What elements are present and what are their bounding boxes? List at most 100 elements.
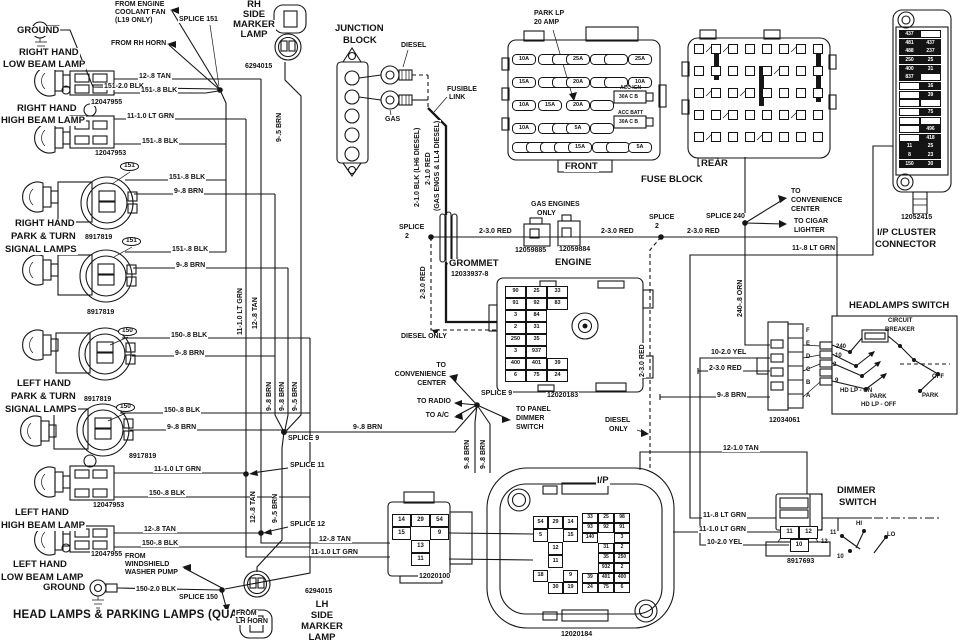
diagram-label: TO: [790, 188, 802, 196]
diagram-label: HD LP - OFF: [861, 402, 897, 408]
ip-bulkhead-right-pin: 35: [598, 553, 614, 563]
diagram-label: SIDE: [309, 610, 335, 621]
diagram-label: 12047953: [94, 150, 128, 158]
rear-terminal: [728, 66, 738, 76]
ip-cluster-pins-slot: [920, 30, 941, 39]
diagram-label: 12020184: [560, 631, 594, 639]
rear-terminal: [694, 88, 704, 98]
ip-bulkhead-right-pin: 401: [598, 573, 614, 583]
headlamps-switch-icon: [819, 315, 958, 415]
diagram-label: 12-.8 TAN: [252, 296, 260, 330]
diagram-label: TO CIGAR: [793, 218, 830, 226]
fuse: [590, 100, 614, 111]
rear-terminal: [745, 110, 755, 120]
rear-terminal: [813, 88, 823, 98]
rear-terminal: [694, 110, 704, 120]
ip-bulkhead-left-pin: 15: [563, 529, 578, 542]
diagram-label: 9-.8 BRN: [174, 350, 206, 358]
diagram-label: LEFT HAND: [16, 378, 72, 389]
diagram-label: 2-1.0 BLK (LH6 DIESEL): [414, 126, 422, 208]
diagram-label: SPLICE: [648, 214, 676, 222]
diagram-label: REAR: [700, 158, 729, 169]
rear-terminal: [813, 110, 823, 120]
diagram-label: 11-1.0 LT GRN: [126, 113, 175, 121]
diagram-label: 9-.8 BRN: [166, 424, 198, 432]
ip-cluster-pins-slot: [899, 133, 920, 142]
diagram-label: 2: [404, 233, 410, 241]
diagram-label: 9-.8 BRN: [266, 380, 274, 412]
rear-terminal: [762, 66, 772, 76]
ip-cluster-pin: 25: [920, 55, 941, 65]
ip-bulkhead-right-pin: 3: [614, 533, 630, 543]
engine-connector-pin: 91: [505, 298, 526, 310]
splice-150-wiring: [89, 338, 311, 613]
diagram-label: ENGINE: [554, 257, 593, 268]
diagram-label: TO PANEL: [515, 406, 552, 414]
ip-cluster-pin: 25: [920, 142, 941, 151]
circuit-tag: 150: [116, 403, 135, 412]
ip-cluster-pin: 250: [899, 55, 920, 65]
ip-bulkhead-right-pin: 98: [614, 513, 630, 523]
diagram-label: LEFT HAND: [12, 559, 68, 570]
rear-terminal: [779, 44, 789, 54]
ip-bulkhead-right-pin: 93: [582, 523, 598, 533]
diagram-label: 12: [821, 539, 828, 545]
diagram-label: 12047955: [90, 99, 124, 107]
diagram-label: LIGHTER: [793, 227, 826, 235]
diagram-label: 12047953: [92, 502, 126, 510]
ip-bulkhead-right-pin: 31: [598, 543, 614, 553]
diagram-label: 9-.8 BRN: [279, 380, 287, 412]
ip-cluster-connector-icon: [892, 9, 952, 215]
rear-terminal: [728, 88, 738, 98]
dimmer-connector-pin: 10: [789, 539, 809, 552]
diagram-label: 2-1.0 RED: [425, 151, 433, 186]
diagram-label: 12-.8 TAN: [143, 526, 177, 534]
diagram-label: COOLANT FAN: [114, 9, 167, 17]
diagram-label: SPLICE 240: [705, 213, 746, 221]
diagram-label: LOW BEAM LAMP: [0, 572, 85, 583]
rear-terminal: [694, 44, 704, 54]
diagram-label: 10-2.0 YEL: [706, 539, 744, 547]
diagram-label: 2-3.0 RED: [478, 228, 513, 236]
diagram-label: 151-.8 BLK: [140, 87, 179, 95]
engine-connector-pin: 84: [526, 310, 547, 322]
diagram-label: 150-.8 BLK: [163, 407, 202, 415]
diagram-label: ACC IGN: [620, 85, 642, 91]
diagram-label: CONNECTOR: [874, 239, 938, 250]
fuse: 25A: [628, 54, 652, 65]
ip-bulkhead-left-pin: 11: [548, 555, 563, 568]
diagram-label: HIGH BEAM LAMP: [0, 115, 86, 126]
fuse: [606, 142, 630, 153]
diagram-label: DIMMER: [836, 485, 877, 496]
ip-bulkhead-right-pin: 6: [614, 583, 630, 593]
diagram-label: LH: [314, 599, 330, 610]
diagram-label: GAS: [384, 116, 402, 124]
fuse: 15A: [568, 142, 592, 153]
ip-cluster-pin: 488: [899, 47, 920, 56]
rear-terminal: [796, 66, 806, 76]
rear-terminal: [711, 132, 721, 142]
ip-cluster-pins-slot: [899, 116, 920, 125]
diagram-label: B: [806, 380, 811, 386]
diagram-label: SPLICE 12: [289, 521, 327, 529]
diagram-label: CENTER: [790, 206, 821, 214]
engine-connector-pin: 33: [547, 286, 568, 298]
diagram-label: TO RADIO: [415, 398, 452, 406]
fuse: 5A: [566, 123, 590, 134]
diagram-label: 12-.8 TAN: [138, 73, 172, 81]
diagram-label: 150-.8 BLK: [141, 540, 180, 548]
engine-connector-pin: 90: [505, 286, 526, 298]
engine-connector-pin: 6: [505, 370, 526, 382]
diagram-label: 9-.5 BRN: [292, 380, 300, 412]
circuit-tag: 150: [118, 327, 137, 336]
diagram-label: WINDSHIELD: [124, 561, 171, 569]
diagram-label: DIMMER: [515, 415, 546, 423]
park-turn-lamp-connector-icons: [53, 171, 138, 457]
diagram-label: 12020100: [418, 573, 452, 581]
engine-connector-pin: 31: [526, 322, 547, 334]
ip-bulkhead-right-pin: 91: [614, 523, 630, 533]
harness-bus-wires: [219, 62, 511, 572]
ip-bulkhead-connector-icon: [448, 467, 675, 629]
circuit-tag: 151: [120, 162, 139, 171]
